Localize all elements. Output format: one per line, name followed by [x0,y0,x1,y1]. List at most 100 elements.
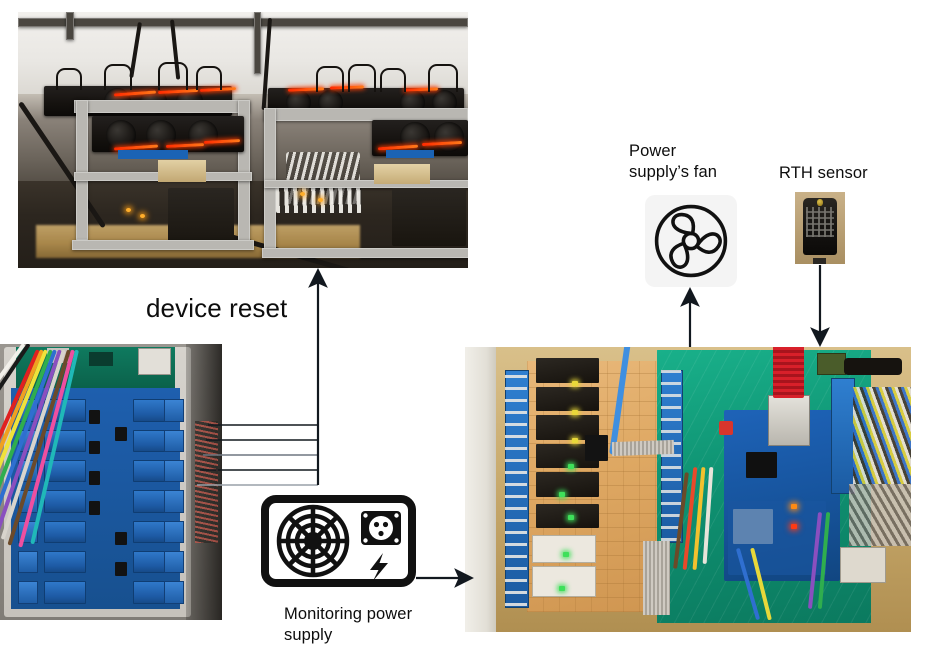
gpu-fan [106,120,136,150]
rig-wood-block [374,164,430,184]
relay-board-photo [0,344,222,620]
rig-bottom-rail [262,248,468,258]
psu-ac-socket [361,511,401,545]
terminal-block [17,551,38,574]
mcu-ethernet-port [137,348,171,375]
rth-sensor-label: RTH sensor [779,164,868,182]
rig-status-led [140,214,145,218]
rth-sensor-photo [795,192,845,264]
reset-button [719,421,734,436]
power-supply-fan-label: Power supply’s fan [629,142,718,182]
terminal-module [531,566,597,597]
power-jack [817,352,847,375]
driver-ic [88,501,100,516]
rig-top-beam [18,18,468,27]
rth-sensor-body [803,197,837,256]
rig-status-led [300,192,305,196]
terminal-screws [661,369,682,541]
controller-enclosure-rail [465,347,497,632]
ethernet-cable [772,347,804,399]
device-reset-label: device reset [146,293,288,323]
terminal-strip-right [830,378,856,495]
monitoring-power-supply-label: Monitoring power supply [284,605,413,645]
terminal-screws [505,369,528,607]
rth-sensor-pins [813,258,826,264]
rig-mid-shelf [264,180,468,188]
driver-ic [88,410,100,425]
dc-barrel-cable [844,358,903,376]
riser-cable [380,68,406,92]
controller-board-photo [465,347,911,632]
mcu-chip [88,352,114,367]
rig-bottom-rail [72,240,254,250]
status-led [572,409,579,415]
rig-top-post-left [66,12,74,40]
ribbon-cable [611,439,675,457]
rig-status-led [318,198,323,202]
riser-cable [348,64,376,92]
terminal-module [531,535,597,563]
mining-rig-photo [18,12,468,268]
driver-ic [115,562,127,576]
relay-harness-right [195,421,218,543]
rig-power-supply [168,188,234,248]
riser-cable [316,66,344,92]
rig-frame-rail [74,100,250,113]
wire-bundle-right [848,483,911,547]
relay-module [44,520,87,544]
relay-module [44,490,87,513]
wire-bundle-right [853,386,911,484]
riser-cable [158,62,188,90]
rig-frame-rail [264,108,468,121]
lightning-bolt-icon [370,553,388,581]
riser-cable [428,64,458,92]
ribbon-cable [643,540,671,615]
rth-sensor-vent-grid [805,206,835,237]
power-supply-icon-wrap [261,495,416,587]
riser-cable [56,68,82,90]
status-led [790,523,797,529]
arduino-mcu-chip [745,452,778,479]
fan-icon [654,204,728,278]
rig-wood-block [158,160,206,182]
status-led [567,463,574,469]
dip-ic [585,435,608,461]
psu-fan-spokes [279,507,347,575]
relay-module [44,581,87,604]
rig-top-post-right [254,12,261,74]
terminal-block [164,551,185,574]
power-supply-icon [261,495,416,587]
status-led [572,381,579,387]
relay-module [44,459,87,483]
ethernet-jack [768,395,811,446]
driver-ic [88,440,100,455]
riser-cable [196,66,222,90]
status-led [558,492,565,498]
status-led [790,503,797,509]
riser-cable [104,64,132,90]
status-led [572,438,579,444]
gpu-fan [434,122,464,152]
terminal-block [164,581,185,604]
rig-power-supply [392,188,466,246]
terminal-block [164,520,185,544]
driver-ic [115,426,127,441]
rig-blue-board [386,150,434,158]
status-led [563,552,570,558]
relay-module [44,551,87,574]
rig-status-led [126,208,131,212]
power-relay [536,386,599,412]
terminal-block [17,581,38,604]
rth-sensor-screw [817,199,823,206]
rig-blue-board [118,150,188,159]
status-led [567,515,574,521]
driver-ic [115,531,127,546]
terminal-block [164,490,185,513]
fan-icon-tile [645,195,737,287]
driver-ic [88,470,100,485]
terminal-block-bottom-right [839,546,887,583]
terminal-block [164,399,185,422]
terminal-block [164,459,185,483]
power-relay [536,472,599,497]
